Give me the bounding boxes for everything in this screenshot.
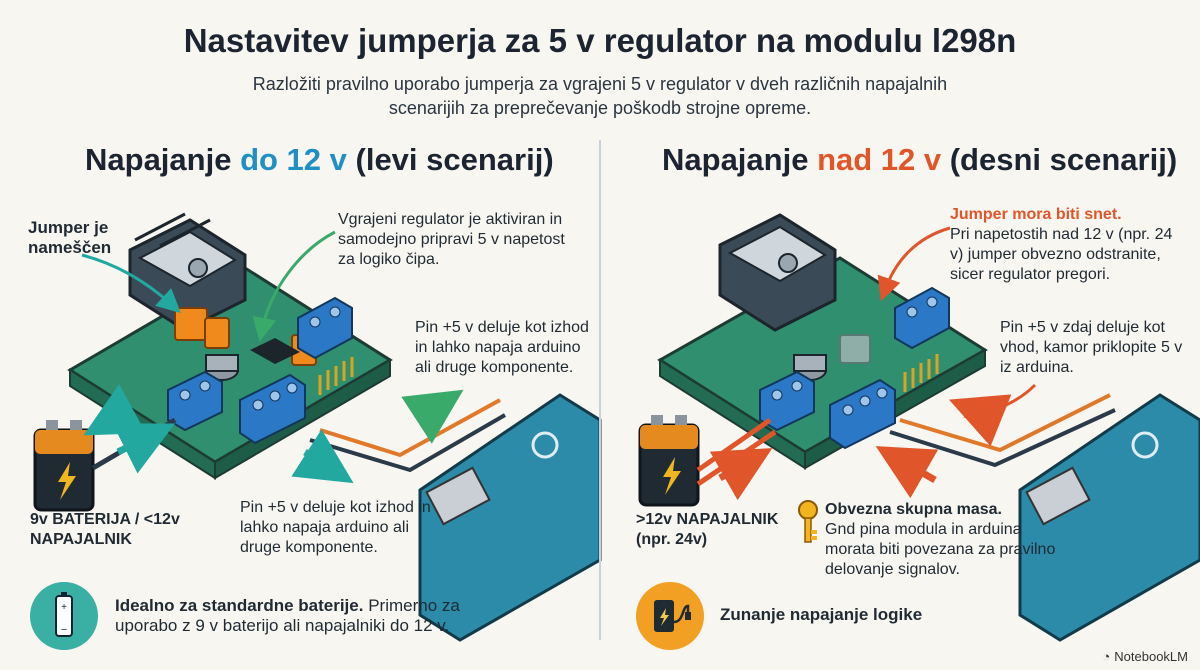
left-bottom-bold: Idealno za standardne baterije.: [115, 596, 364, 615]
page-subtitle: Razložiti pravilno uporabo jumperja za v…: [252, 74, 948, 118]
right-ground-title: Obvezna skupna masa.: [825, 501, 1002, 518]
left-jumper-label: Jumper je nameščen: [28, 218, 112, 257]
left-battery: [33, 420, 95, 512]
right-heading-pre: Napajanje: [662, 142, 818, 177]
left-jumper-main: [174, 307, 208, 341]
notebook-logo-icon: ◔: [1102, 649, 1111, 664]
left-regulator-note: Vgrajeni regulator je aktiviran in samod…: [338, 211, 565, 268]
right-ground-note: Obvezna skupna masa. Gnd pina modula in …: [825, 500, 1065, 580]
section-divider: [599, 140, 601, 640]
right-heading: Napajanje nad 12 v (desni scenarij): [662, 142, 1177, 178]
right-bottom-note: Zunanje napajanje logike: [720, 605, 923, 624]
right-heading-post: (desni scenarij): [941, 142, 1178, 177]
right-jumper-removed: [839, 334, 871, 364]
left-bottom-text: Primerno za uporabo z 9 v baterijo ali n…: [115, 596, 460, 635]
left-heading: Napajanje do 12 v (levi scenarij): [85, 142, 554, 178]
left-arduino: [418, 393, 602, 642]
battery-icon: +–: [30, 582, 98, 650]
right-pin-note: Pin +5 v zdaj deluje kot vhod, kamor pri…: [1000, 319, 1183, 376]
right-terminal-power: [759, 370, 815, 432]
right-heading-accent: nad 12 v: [817, 142, 942, 177]
left-bottom-note: Idealno za standardne baterije. Primerno…: [115, 596, 485, 636]
brand-watermark: ◔ NotebookLM: [1102, 649, 1188, 664]
left-terminal-logic: [239, 373, 306, 445]
left-heading-accent: do 12 v: [240, 142, 347, 177]
left-battery-label: 9v BATERIJA / <12v NAPAJALNIK: [30, 511, 180, 548]
right-jumper-warning: Jumper mora biti snet. Pri napetostih na…: [950, 205, 1180, 285]
brand-label: NotebookLM: [1114, 649, 1188, 664]
right-heatsink: [718, 213, 837, 332]
right-battery: [638, 415, 700, 507]
right-arduino: [1018, 393, 1200, 642]
right-terminal-motor: [894, 286, 950, 350]
right-jumper-warning-title: Jumper mora biti snet.: [950, 206, 1122, 223]
left-heading-post: (levi scenarij): [346, 142, 554, 177]
right-board: [657, 213, 988, 470]
left-pin-note-bottom: Pin +5 v deluje kot izhod in lahko napaj…: [240, 499, 431, 556]
key-icon: [798, 500, 818, 543]
right-jumper-warning-text: Pri napetostih nad 12 v (npr. 24 v) jump…: [950, 226, 1173, 283]
right-ground-text: Gnd pina modula in arduina morata biti p…: [825, 521, 1056, 578]
power-adapter-icon: [636, 582, 704, 650]
page-title: Nastavitev jumperja za 5 v regulator na …: [183, 22, 1017, 59]
left-pin-note-right: Pin +5 v deluje kot izhod in lahko napaj…: [415, 319, 589, 376]
svg-text:–: –: [61, 624, 67, 635]
left-terminal-motor: [297, 296, 353, 360]
right-supply-label: >12v NAPAJALNIK (npr. 24v): [636, 511, 779, 548]
left-heading-pre: Napajanje: [85, 142, 241, 177]
svg-text:+: +: [61, 602, 67, 613]
left-terminal-power: [167, 370, 223, 432]
right-terminal-logic: [829, 378, 896, 450]
